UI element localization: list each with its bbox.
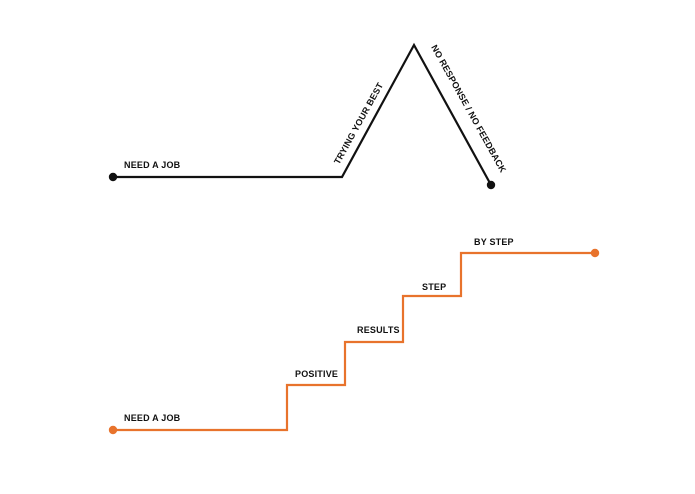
bottom-start-label: NEED A JOB xyxy=(124,413,181,423)
top-fall-label: NO RESPONSE / NO FEEDBACK xyxy=(429,43,508,175)
bottom-path-line xyxy=(113,251,595,432)
top-path-group: NEED A JOB TRYING YOUR BEST NO RESPONSE … xyxy=(108,42,508,190)
top-rise-label: TRYING YOUR BEST xyxy=(332,81,385,166)
top-path-line xyxy=(113,42,492,186)
top-start-label: NEED A JOB xyxy=(124,160,181,170)
bottom-start-dot xyxy=(108,425,118,435)
top-start-dot xyxy=(108,172,118,182)
bottom-step-label-positive: POSITIVE xyxy=(295,369,338,379)
bottom-step-label-step: STEP xyxy=(422,282,446,292)
bottom-step-label-results: RESULTS xyxy=(357,325,400,335)
bottom-end-dot xyxy=(590,248,600,258)
bottom-path-group: NEED A JOB POSITIVE RESULTS STEP BY STEP xyxy=(108,237,600,435)
top-end-dot xyxy=(486,180,496,190)
bottom-step-label-by-step: BY STEP xyxy=(474,237,514,247)
